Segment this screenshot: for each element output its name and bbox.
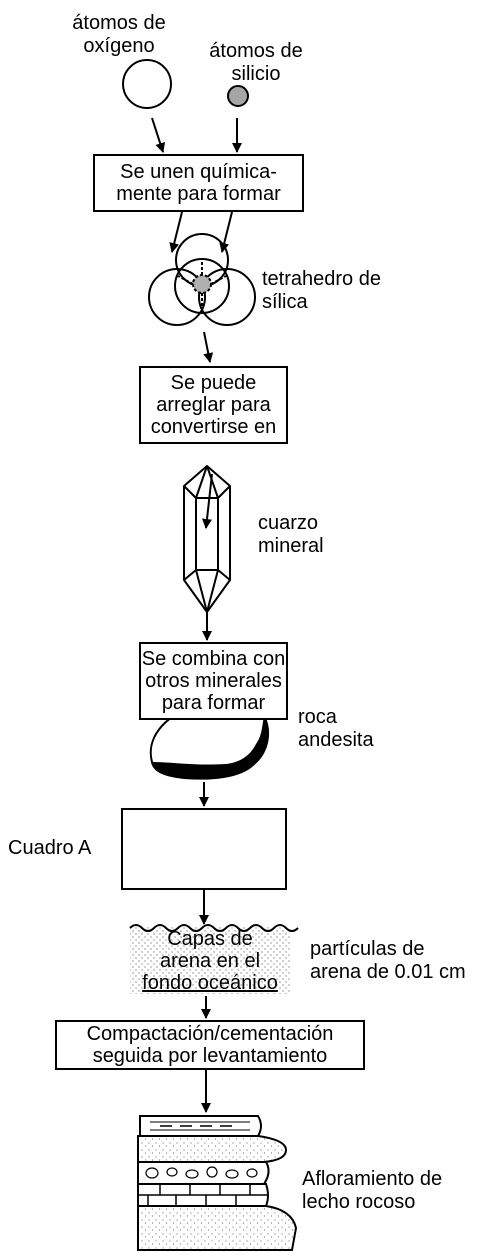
tetrahedron-label-line-1: tetrahedro de	[262, 268, 381, 290]
sand-layer-line-1: Capas de	[167, 928, 253, 950]
bond-box-line-1: Se unen química-	[120, 161, 277, 183]
arrow-oxygen	[151, 117, 165, 153]
arrange-box-line-1: Se puede	[170, 372, 257, 394]
arrow-bond-left	[169, 211, 183, 253]
arrow-through-quartz	[202, 473, 213, 529]
combine-box-line-3: para formar	[161, 692, 266, 714]
arrange-box: Se puede arreglar para convertirse en	[139, 366, 288, 444]
bedrock-outcrop	[137, 1115, 298, 1251]
quartz-label: cuarzo mineral	[258, 512, 378, 558]
oxygen-label: átomos de oxígeno	[52, 12, 186, 58]
sand-layer-label: Capas de arena en el fondo oceánico	[130, 928, 290, 994]
andesite-label: roca andesita	[298, 706, 418, 752]
quartz-label-line-2: mineral	[258, 535, 324, 557]
quartz-label-line-1: cuarzo	[258, 512, 319, 534]
sand-layer	[129, 924, 299, 994]
box-a	[121, 808, 287, 890]
combine-box-line-2: otros minerales	[145, 670, 282, 692]
arrange-box-line-3: convertirse en	[150, 416, 277, 438]
oxygen-atom	[122, 59, 172, 109]
silica-tetrahedron	[148, 233, 256, 326]
arrow-to-arrange	[203, 331, 214, 363]
compaction-box: Compactación/cementación seguida por lev…	[55, 1020, 365, 1070]
sand-layer-line-2: arena en el	[159, 950, 261, 972]
box-a-label: Cuadro A	[8, 837, 92, 859]
quartz-crystal	[183, 465, 231, 613]
silicon-label: átomos de silicio	[196, 40, 316, 86]
andesite-label-line-2: andesita	[298, 729, 374, 751]
arrange-box-line-2: arreglar para	[156, 394, 271, 416]
tetrahedron-label: tetrahedro de sílica	[262, 268, 422, 314]
outcrop-label: Afloramiento de lecho rocoso	[302, 1168, 482, 1214]
sand-particles-line-2: arena de 0.01 cm	[310, 961, 466, 983]
sand-particles-label: partículas de arena de 0.01 cm	[310, 938, 485, 984]
bond-box: Se unen química- mente para formar	[93, 154, 304, 212]
combine-box: Se combina con otros minerales para form…	[139, 642, 288, 720]
tetrahedron-label-line-2: sílica	[262, 291, 308, 313]
sand-layer-line-3: fondo oceánico	[142, 972, 278, 994]
combine-box-line-1: Se combina con	[141, 648, 286, 670]
outcrop-label-line-2: lecho rocoso	[302, 1191, 416, 1213]
silicon-label-line-2: silicio	[231, 63, 281, 85]
outcrop-label-line-1: Afloramiento de	[302, 1168, 443, 1190]
compaction-box-line-1: Compactación/cementación	[86, 1023, 334, 1045]
oxygen-label-line-1: átomos de	[72, 12, 166, 34]
silicon-label-line-1: átomos de	[209, 40, 303, 62]
silicon-atom	[227, 85, 249, 107]
compaction-box-line-2: seguida por levantamiento	[92, 1045, 328, 1067]
bond-box-line-2: mente para formar	[116, 183, 281, 205]
sand-particles-line-1: partículas de	[310, 938, 425, 960]
oxygen-label-line-2: oxígeno	[83, 35, 155, 57]
andesite-label-line-1: roca	[298, 706, 337, 728]
